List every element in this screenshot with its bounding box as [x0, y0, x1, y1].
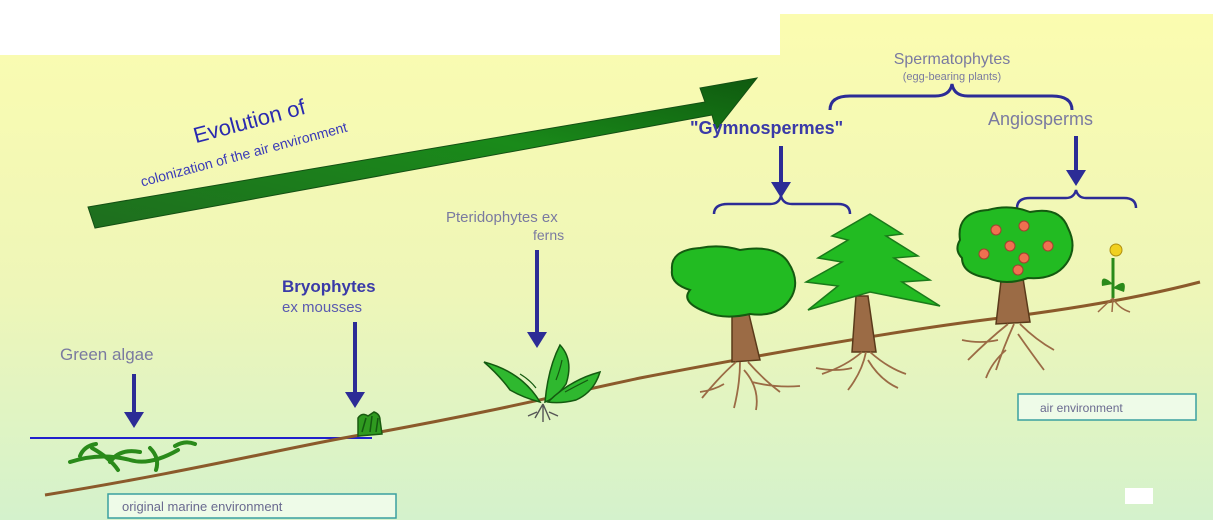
marine-environment-label: original marine environment: [122, 499, 283, 514]
bryophytes-note: ex mousses: [282, 299, 362, 316]
gymnosperms-label: "Gymnospermes": [690, 118, 843, 138]
pteridophytes-label: Pteridophytes ex: [446, 209, 558, 226]
pteridophytes-note: ferns: [533, 227, 564, 243]
spermatophytes-note: (egg-bearing plants): [903, 71, 1001, 83]
spermatophytes-label: Spermatophytes: [894, 51, 1011, 68]
bryophytes-label: Bryophytes: [282, 277, 376, 296]
air-environment-box: air environment: [1018, 394, 1196, 420]
green-algae-label: Green algae: [60, 345, 154, 364]
marine-environment-box: original marine environment: [108, 494, 396, 518]
air-environment-label: air environment: [1040, 401, 1123, 415]
angiosperms-label: Angiosperms: [988, 109, 1093, 129]
bryophyte-icon: [358, 412, 382, 436]
white-mark: [1125, 488, 1153, 504]
